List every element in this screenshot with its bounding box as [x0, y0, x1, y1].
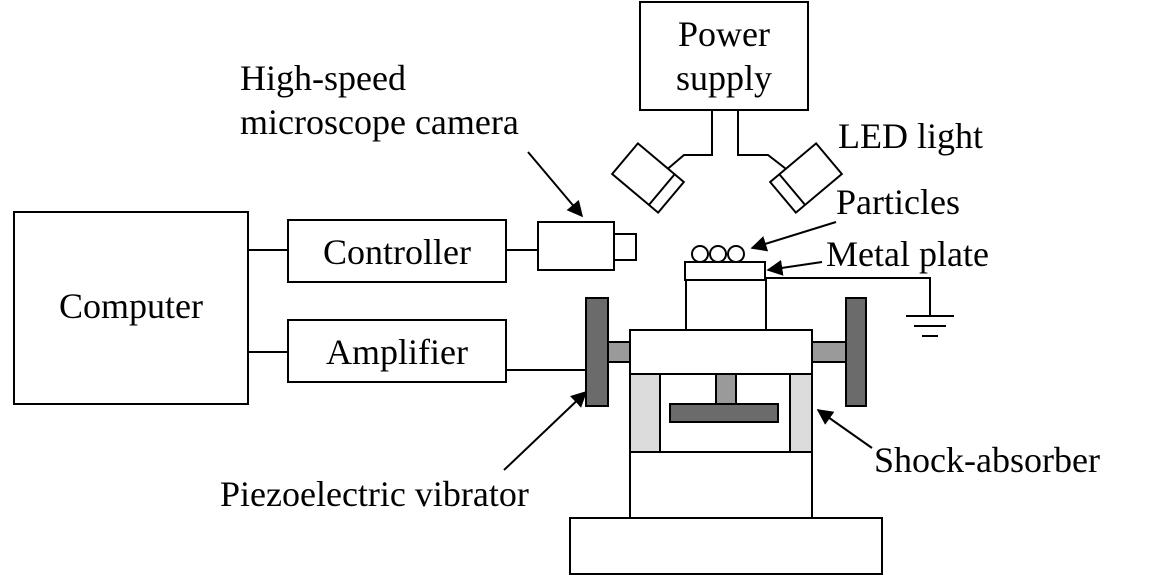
piezo-vibrator-left — [585, 297, 609, 407]
center-bar — [669, 403, 779, 423]
shock-absorber-right — [789, 373, 813, 453]
camera-arrow — [527, 151, 584, 218]
led-light-label: LED light — [838, 116, 983, 156]
power-wire-left — [663, 110, 713, 173]
power-supply-label-line2: supply — [676, 58, 772, 98]
sample-stage — [685, 279, 767, 331]
power-supply-label-line1: Power — [678, 14, 770, 54]
metal-plate — [684, 261, 766, 281]
controller: Controller — [287, 219, 507, 283]
metal-plate-label: Metal plate — [826, 234, 989, 274]
piezo-arrow — [503, 390, 588, 471]
base-plate — [569, 517, 883, 575]
amplifier-label: Amplifier — [326, 332, 468, 372]
shock-absorber-label: Shock-absorber — [874, 440, 1100, 480]
led-light-right — [768, 141, 844, 215]
microscope-camera — [537, 221, 637, 271]
base-column — [629, 451, 813, 519]
camera-label-line1: High-speed — [240, 58, 406, 98]
ground-wire — [765, 277, 931, 316]
center-post — [715, 373, 737, 405]
computer-label: Computer — [59, 286, 203, 326]
led-light-left — [610, 141, 686, 215]
computer: Computer — [13, 211, 249, 405]
piezo-vibrator-label: Piezoelectric vibrator — [220, 474, 529, 514]
amplifier: Amplifier — [287, 319, 507, 383]
particles-label: Particles — [836, 182, 960, 222]
vibration-table — [629, 329, 813, 375]
ground-icon — [906, 315, 954, 337]
particles-arrow — [750, 221, 837, 252]
shock-absorber-left — [629, 373, 661, 453]
power-supply: Power supply — [639, 1, 809, 111]
piezo-vibrator-right — [845, 297, 867, 407]
metal-plate-arrow — [766, 259, 823, 276]
camera-label-line2: microscope camera — [240, 102, 519, 142]
right-coupling — [811, 341, 849, 363]
controller-label: Controller — [323, 232, 471, 272]
particles — [691, 245, 745, 263]
left-coupling — [607, 341, 631, 363]
power-wire-right — [737, 110, 791, 173]
shock-absorber-arrow — [816, 409, 873, 449]
